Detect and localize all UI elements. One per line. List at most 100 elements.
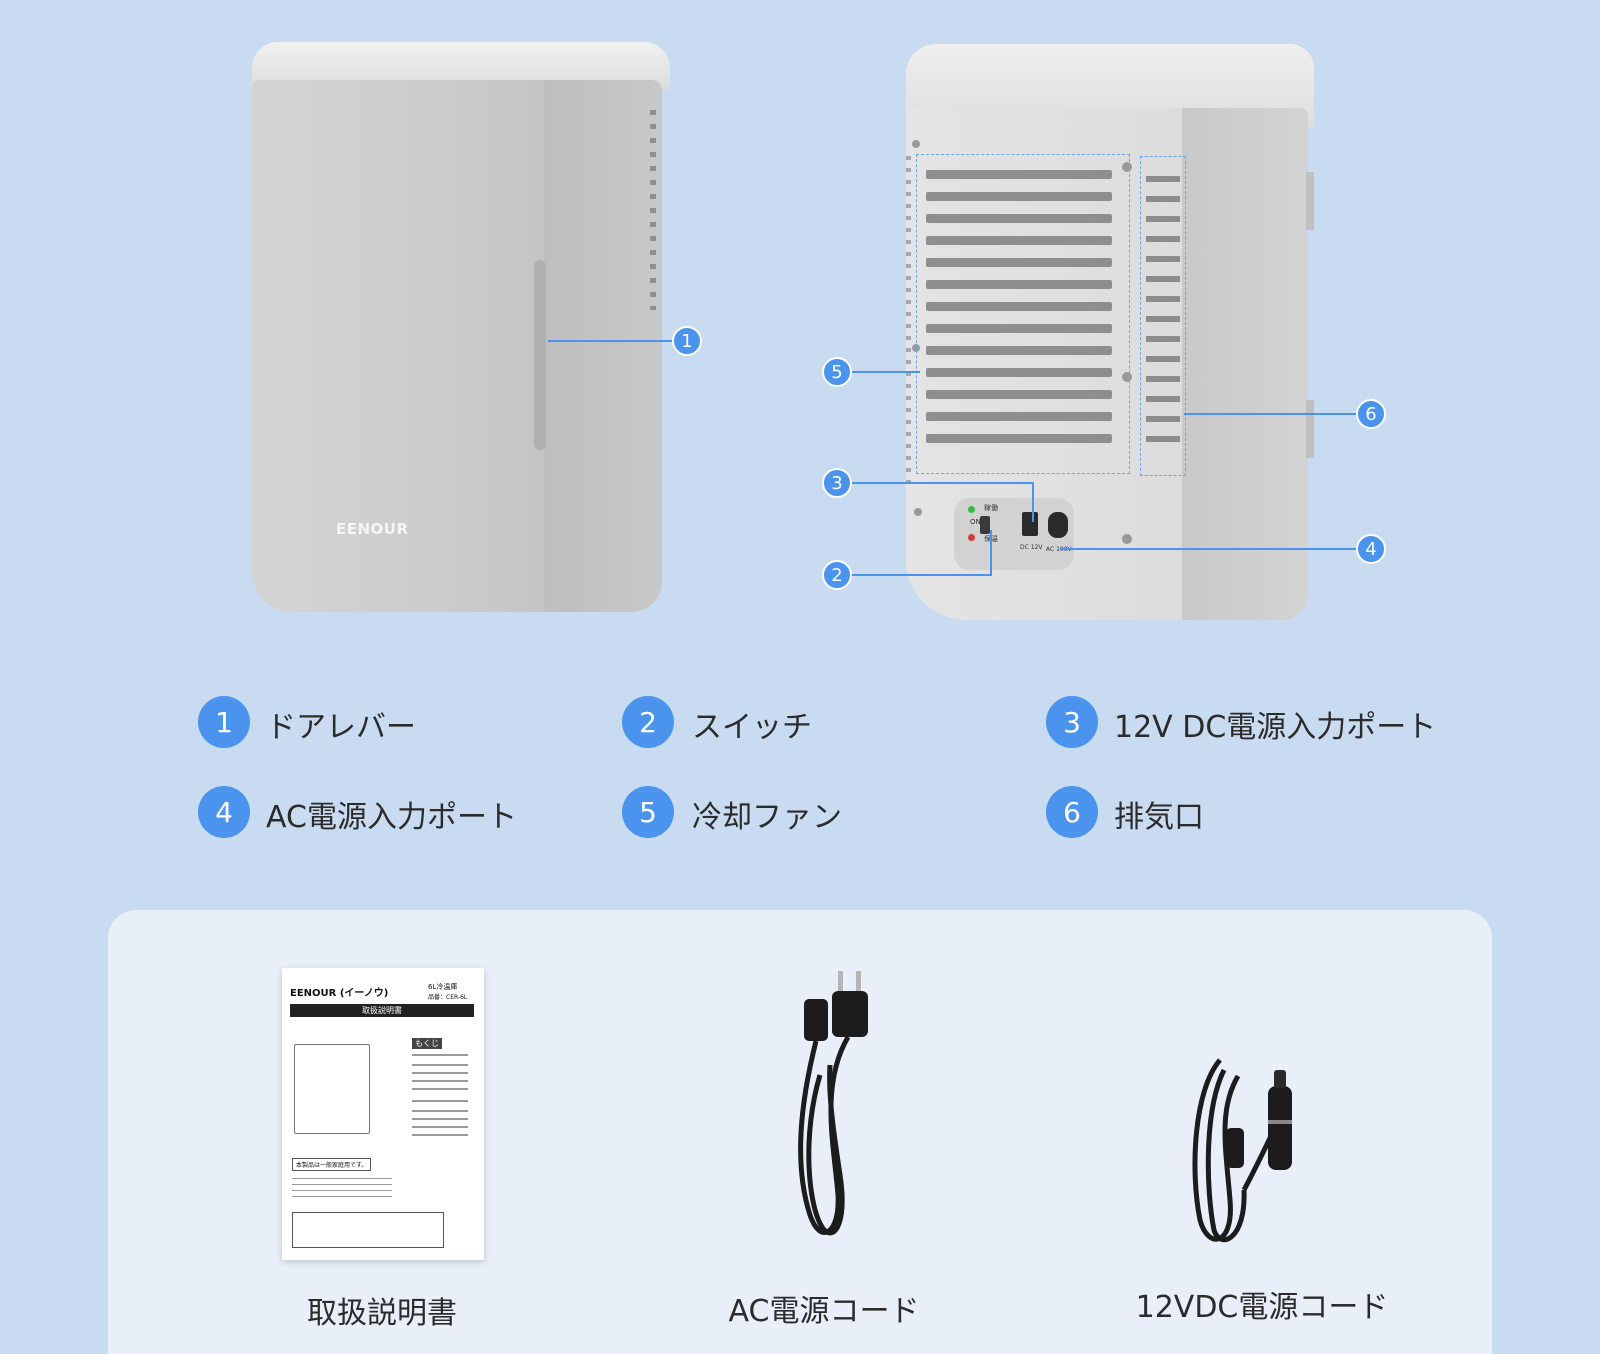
- manual-text-line: [412, 1064, 468, 1066]
- hinge-top: [1306, 172, 1314, 230]
- manual-fridge-drawing: [294, 1044, 370, 1134]
- door-lever: [534, 260, 546, 450]
- screw-hole: [914, 508, 922, 516]
- leader-line-3: [850, 482, 1034, 484]
- plug-body: [832, 991, 868, 1037]
- instruction-manual-image: EENOUR (イーノウ) 6L冷温庫 品番：CER-6L 取扱説明書 もくじ …: [282, 968, 484, 1260]
- legend-badge-3: 3: [1046, 696, 1098, 748]
- vent-slot: [926, 192, 1112, 201]
- fridge-front-view: EENOUR: [252, 42, 670, 614]
- plug-spring: [1268, 1120, 1292, 1124]
- callout-5: 5: [822, 357, 852, 387]
- switch-label: ON: [970, 518, 981, 526]
- vent-slot: [926, 170, 1112, 179]
- callout-4: 4: [1356, 534, 1386, 564]
- ac-port-label: AC 100V: [1046, 546, 1072, 553]
- vent-slot: [926, 412, 1112, 421]
- callout-2: 2: [822, 560, 852, 590]
- manual-text-line: [412, 1110, 468, 1112]
- fridge-logo: EENOUR: [336, 520, 409, 538]
- legend-label-5: 冷却ファン: [692, 800, 842, 835]
- legend-label-3: 12V DC電源入力ポート: [1114, 710, 1437, 745]
- screw-hole: [1122, 162, 1132, 172]
- dc-port: [1022, 512, 1038, 536]
- manual-text-line: [412, 1100, 468, 1102]
- vent-slot: [926, 346, 1112, 355]
- ac-power-cord-image: [798, 971, 868, 1236]
- dc-connector: [1226, 1128, 1244, 1168]
- manual-text-line: [412, 1126, 468, 1128]
- exhaust-slot: [1146, 416, 1180, 422]
- manual-toc-label: もくじ: [412, 1038, 442, 1049]
- screw-hole: [1122, 534, 1132, 544]
- manual-notice-box: [292, 1212, 444, 1248]
- exhaust-slot: [1146, 196, 1180, 202]
- leader-line-1: [548, 340, 672, 342]
- side-vent-ribs: [650, 110, 656, 310]
- manual-brand: EENOUR (イーノウ): [290, 988, 389, 999]
- cigarette-plug: [1268, 1086, 1292, 1170]
- leader-line-3-v: [1032, 482, 1034, 522]
- cooling-fan-vents: [926, 166, 1112, 456]
- connector-body: [804, 999, 828, 1041]
- legend-label-2: スイッチ: [692, 710, 812, 745]
- fridge-door: [252, 80, 544, 612]
- manual-text-line: [412, 1118, 468, 1120]
- manual-text-line: [292, 1196, 392, 1197]
- manual-text-line: [412, 1080, 468, 1082]
- exhaust-outline: [1140, 156, 1186, 476]
- leader-line-2-v: [990, 530, 992, 576]
- plug-prong: [856, 971, 861, 993]
- manual-title-bar: [290, 1004, 474, 1017]
- leader-line-5: [850, 371, 920, 373]
- exhaust-vents: [1146, 172, 1180, 454]
- manual-text-line: [412, 1072, 468, 1074]
- accessory-label-manual: 取扱説明書: [307, 1296, 457, 1331]
- exhaust-slot: [1146, 276, 1180, 282]
- fridge-back-side: [1182, 108, 1308, 620]
- dc-power-cord-image: [1192, 1058, 1292, 1243]
- indicator-green: [968, 506, 975, 513]
- cord-coil: [1192, 1058, 1241, 1242]
- vent-slot: [926, 368, 1112, 377]
- exhaust-slot: [1146, 436, 1180, 442]
- legend-label-1: ドアレバー: [266, 710, 416, 745]
- hinge-bottom: [1306, 400, 1314, 458]
- vent-slot: [926, 280, 1112, 289]
- rear-control-panel: 稼働 ON 保温 DC 12V AC 100V: [954, 498, 1074, 570]
- exhaust-slot: [1146, 296, 1180, 302]
- cord-coil: [1205, 1068, 1247, 1243]
- manual-model: 6L冷温庫: [428, 983, 458, 991]
- exhaust-slot: [1146, 336, 1180, 342]
- vent-slot: [926, 324, 1112, 333]
- plug-tip: [1274, 1070, 1286, 1088]
- leader-line-6: [1184, 413, 1356, 415]
- manual-text-line: [292, 1190, 392, 1191]
- manual-text-line: [412, 1088, 468, 1090]
- vent-slot: [926, 302, 1112, 311]
- dc-port-label: DC 12V: [1020, 544, 1043, 551]
- power-switch: [980, 516, 990, 534]
- legend-badge-1: 1: [198, 696, 250, 748]
- exhaust-slot: [1146, 176, 1180, 182]
- exhaust-slot: [1146, 356, 1180, 362]
- manual-text-line: [292, 1184, 392, 1185]
- screw-hole: [1122, 372, 1132, 382]
- accessory-label-ac-cord: AC電源コード: [728, 1294, 920, 1329]
- callout-1: 1: [672, 326, 702, 356]
- indicator-red: [968, 534, 975, 541]
- vent-slot: [926, 214, 1112, 223]
- vent-slot: [926, 258, 1112, 267]
- legend-badge-6: 6: [1046, 786, 1098, 838]
- manual-notice: 本製品は一般家庭用です。: [292, 1158, 372, 1171]
- exhaust-slot: [1146, 376, 1180, 382]
- left-edge-ribs: [906, 156, 911, 486]
- manual-text-line: [412, 1134, 468, 1136]
- exhaust-slot: [1146, 236, 1180, 242]
- legend-label-4: AC電源入力ポート: [266, 800, 517, 835]
- indicator-label-1: 稼働: [984, 504, 998, 512]
- manual-text-line: [292, 1178, 392, 1179]
- accessory-label-dc-cord: 12VDC電源コード: [1135, 1290, 1389, 1325]
- callout-3: 3: [822, 468, 852, 498]
- exhaust-slot: [1146, 216, 1180, 222]
